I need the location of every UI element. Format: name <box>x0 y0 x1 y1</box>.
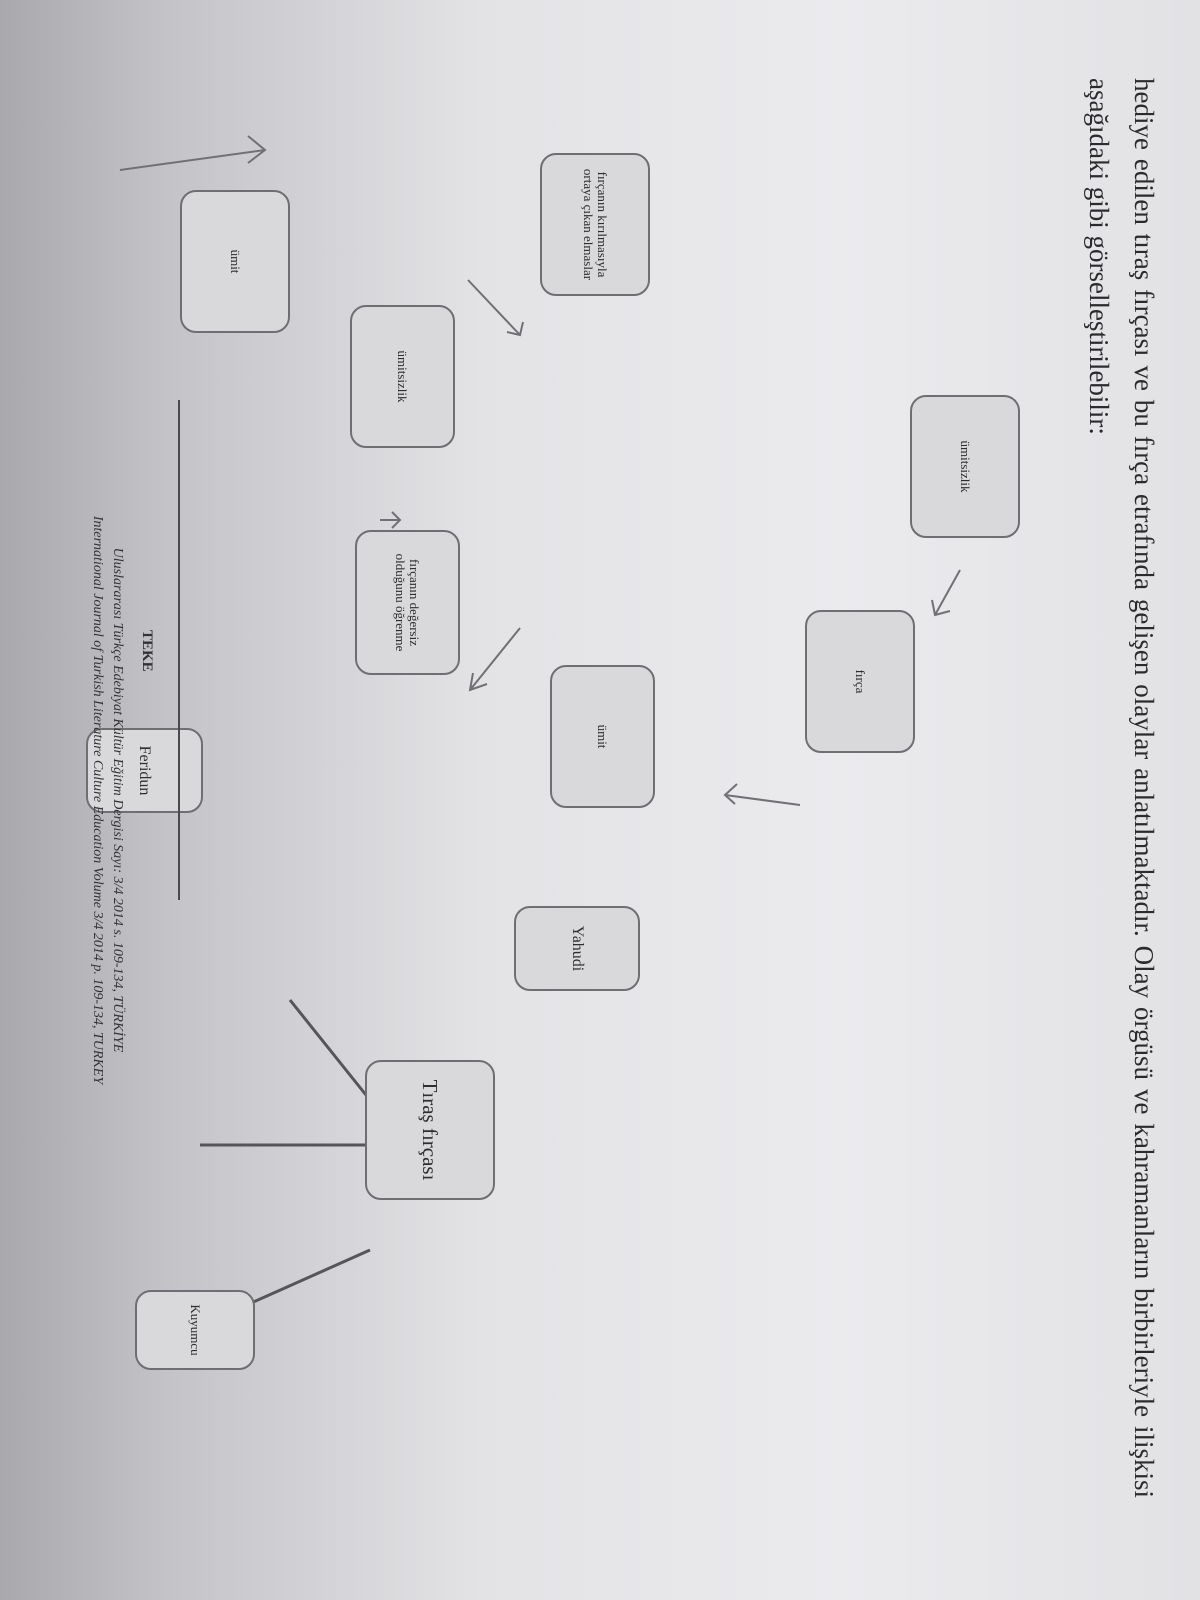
node-umit-2: ümit <box>550 665 655 808</box>
arrow-umitsizlik-to-firca <box>931 569 961 617</box>
footer-english: International Journal of Turkish Literat… <box>90 515 105 1085</box>
node-center-brush: Tıraş fırçası <box>365 1060 495 1200</box>
link-center-yahudi <box>288 999 372 1101</box>
node-umitsizlik-1: ümitsizlik <box>910 395 1020 538</box>
journal-logo: TEKE <box>139 630 155 672</box>
footer-turkish: Uluslararası Türkçe Edebiyat Kültür Eğit… <box>110 547 125 1053</box>
node-kuyumcu: Kuyumcu <box>135 1290 255 1370</box>
arrow-elmaslar-to-umitsizlik <box>467 279 524 337</box>
node-yahudi: Yahudi <box>514 906 640 991</box>
node-degersiz: fırçanın değersiz olduğunu öğrenme <box>355 530 460 675</box>
footer-rule <box>178 400 180 900</box>
arrow-umit-to-elmaslar <box>119 135 267 171</box>
node-firca: fırça <box>805 610 915 753</box>
node-umitsizlik-2: ümitsizlik <box>350 305 455 448</box>
node-elmaslar: fırçanın kırılmasıyla ortaya çıkan elmas… <box>540 153 650 296</box>
arrow-degersiz-to-umitsizlik <box>380 511 402 529</box>
node-umit-1: ümit <box>180 190 290 333</box>
arrow-umit-to-degersiz <box>468 627 521 692</box>
arrow-firca-to-umit <box>723 783 801 806</box>
link-center-kuyumcu <box>239 1248 371 1310</box>
